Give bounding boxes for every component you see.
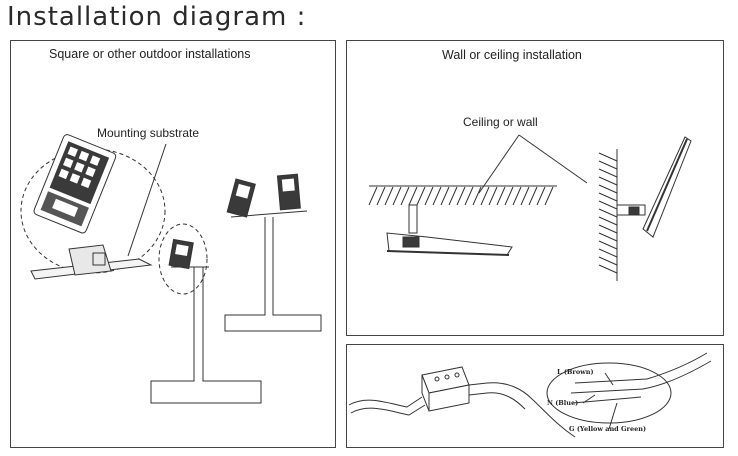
zoom-floodlight xyxy=(33,134,117,234)
pole-1 xyxy=(150,267,262,404)
wall-ceiling-drawing xyxy=(368,134,692,281)
junction-box xyxy=(421,366,470,412)
page-title: Installation diagram : xyxy=(7,2,307,32)
brown-wire-label: L (Brown) xyxy=(557,368,594,376)
outdoor-installation-panel: Square or other outdoor installations Mo… xyxy=(10,40,336,448)
pole-floodlight-left xyxy=(226,178,256,218)
wiring-drawing xyxy=(348,352,712,438)
wall-floodlight xyxy=(616,136,692,238)
wiring-panel: L (Brown) N (Blue) G (Yellow and Green) xyxy=(346,344,724,448)
pole-floodlight-right xyxy=(276,173,301,211)
substrate-leader-line xyxy=(127,143,167,257)
power-cable-left xyxy=(348,396,423,408)
wall-ceiling-installation-panel: Wall or ceiling installation Ceiling or … xyxy=(346,40,724,336)
outdoor-panel-title: Square or other outdoor installations xyxy=(49,47,251,61)
wall-panel-title: Wall or ceiling installation xyxy=(442,48,582,62)
wire-detail-ellipse xyxy=(546,362,672,424)
blue-wire-label: N (Blue) xyxy=(547,399,579,407)
ceiling-or-wall-label: Ceiling or wall xyxy=(463,115,538,129)
ground-wire-label: G (Yellow and Green) xyxy=(569,425,647,433)
outdoor-installation-drawing xyxy=(20,134,322,404)
small-light-circle xyxy=(158,223,208,295)
pole-2 xyxy=(224,217,322,332)
ceiling-hatch xyxy=(368,186,554,206)
mounting-substrate-label: Mounting substrate xyxy=(97,126,200,140)
wall-hatch xyxy=(598,152,618,274)
small-floodlight xyxy=(168,238,194,270)
ceiling-floodlight xyxy=(386,204,513,256)
